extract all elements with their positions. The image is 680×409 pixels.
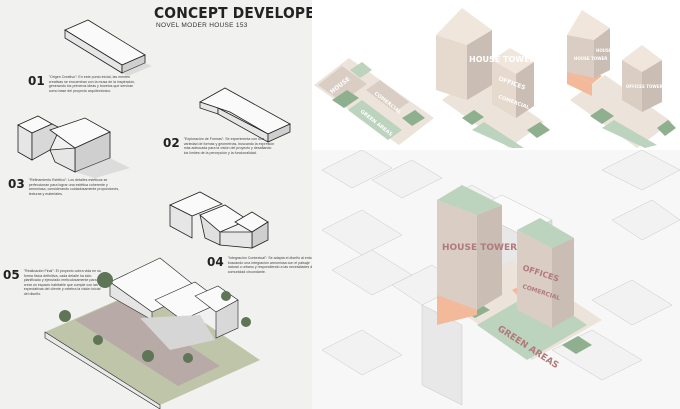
- page-subtitle: NOVEL MODER HOUSE 153: [156, 22, 248, 29]
- urban-site-model-panel: HOUSE TOWER OFFICES COMERCIAL GREEN AREA…: [312, 150, 680, 409]
- zone-label-house-tower-a: HOUSE TOWER: [574, 56, 607, 61]
- step-description: "Refinamiento Estético": Los detalles es…: [28, 178, 120, 196]
- step-03: 03 "Refinamiento Estético": Los detalles…: [8, 178, 121, 196]
- page-title: CONCEPT DEVELOPEMET: [154, 4, 348, 22]
- project-site: HOUSE TOWER OFFICES COMERCIAL GREEN AREA…: [437, 185, 602, 371]
- step-description: "Origen Creativo": En este punto inicial…: [48, 75, 136, 93]
- site-label-house-tower: HOUSE TOWER: [442, 243, 517, 253]
- step-05: 05 "Realización Final": El proyecto cobr…: [3, 269, 106, 297]
- zoning-diagram-3: HOUSE TOWER HOUSE TOWER OFFICES TOWER: [567, 10, 676, 148]
- urban-context-model: HOUSE TOWER OFFICES COMERCIAL GREEN AREA…: [321, 150, 680, 406]
- step-description: "Integración Contextual": Se adapta el d…: [227, 256, 319, 274]
- step-description: "Realización Final": El proyecto cobra v…: [23, 269, 101, 296]
- zoning-diagrams: HOUSE COMERCIAL GREEN AREAS HOUSE TOWER …: [314, 8, 676, 148]
- zoning-diagram-2: HOUSE TOWER OFFICES COMERCIAL: [436, 8, 550, 148]
- massing-sequence-illustration: [17, 19, 291, 409]
- massing-04: [169, 191, 269, 249]
- massing-01: [64, 19, 146, 74]
- step-number: 04: [207, 255, 224, 269]
- step-02: 02 "Exploración de Formas": Se experimen…: [163, 137, 276, 155]
- zone-label-house-tower: HOUSE TOWER: [469, 55, 536, 64]
- step-description: "Exploración de Formas": Se experimenta …: [183, 137, 275, 155]
- step-number: 02: [163, 136, 180, 150]
- step-04: 04 "Integración Contextual": Se adapta e…: [207, 256, 320, 274]
- step-number: 03: [8, 177, 25, 191]
- step-01: 01 "Origen Creativo": En este punto inic…: [28, 75, 141, 93]
- massing-03: [17, 115, 111, 173]
- step-number: 05: [3, 268, 20, 282]
- zone-label-offices-tower: OFFICES TOWER: [626, 84, 663, 89]
- step-number: 01: [28, 74, 45, 88]
- zoning-diagram-1: HOUSE COMERCIAL GREEN AREAS: [314, 58, 434, 145]
- site-model-05: [44, 257, 260, 409]
- massing-02: [199, 87, 291, 143]
- zoning-diagrams-panel: HOUSE COMERCIAL GREEN AREAS HOUSE TOWER …: [312, 0, 680, 150]
- concept-panel: CONCEPT DEVELOPEMET NOVEL MODER HOUSE 15…: [0, 0, 348, 409]
- zone-label-house-tower-b: HOUSE TOWER: [596, 48, 629, 53]
